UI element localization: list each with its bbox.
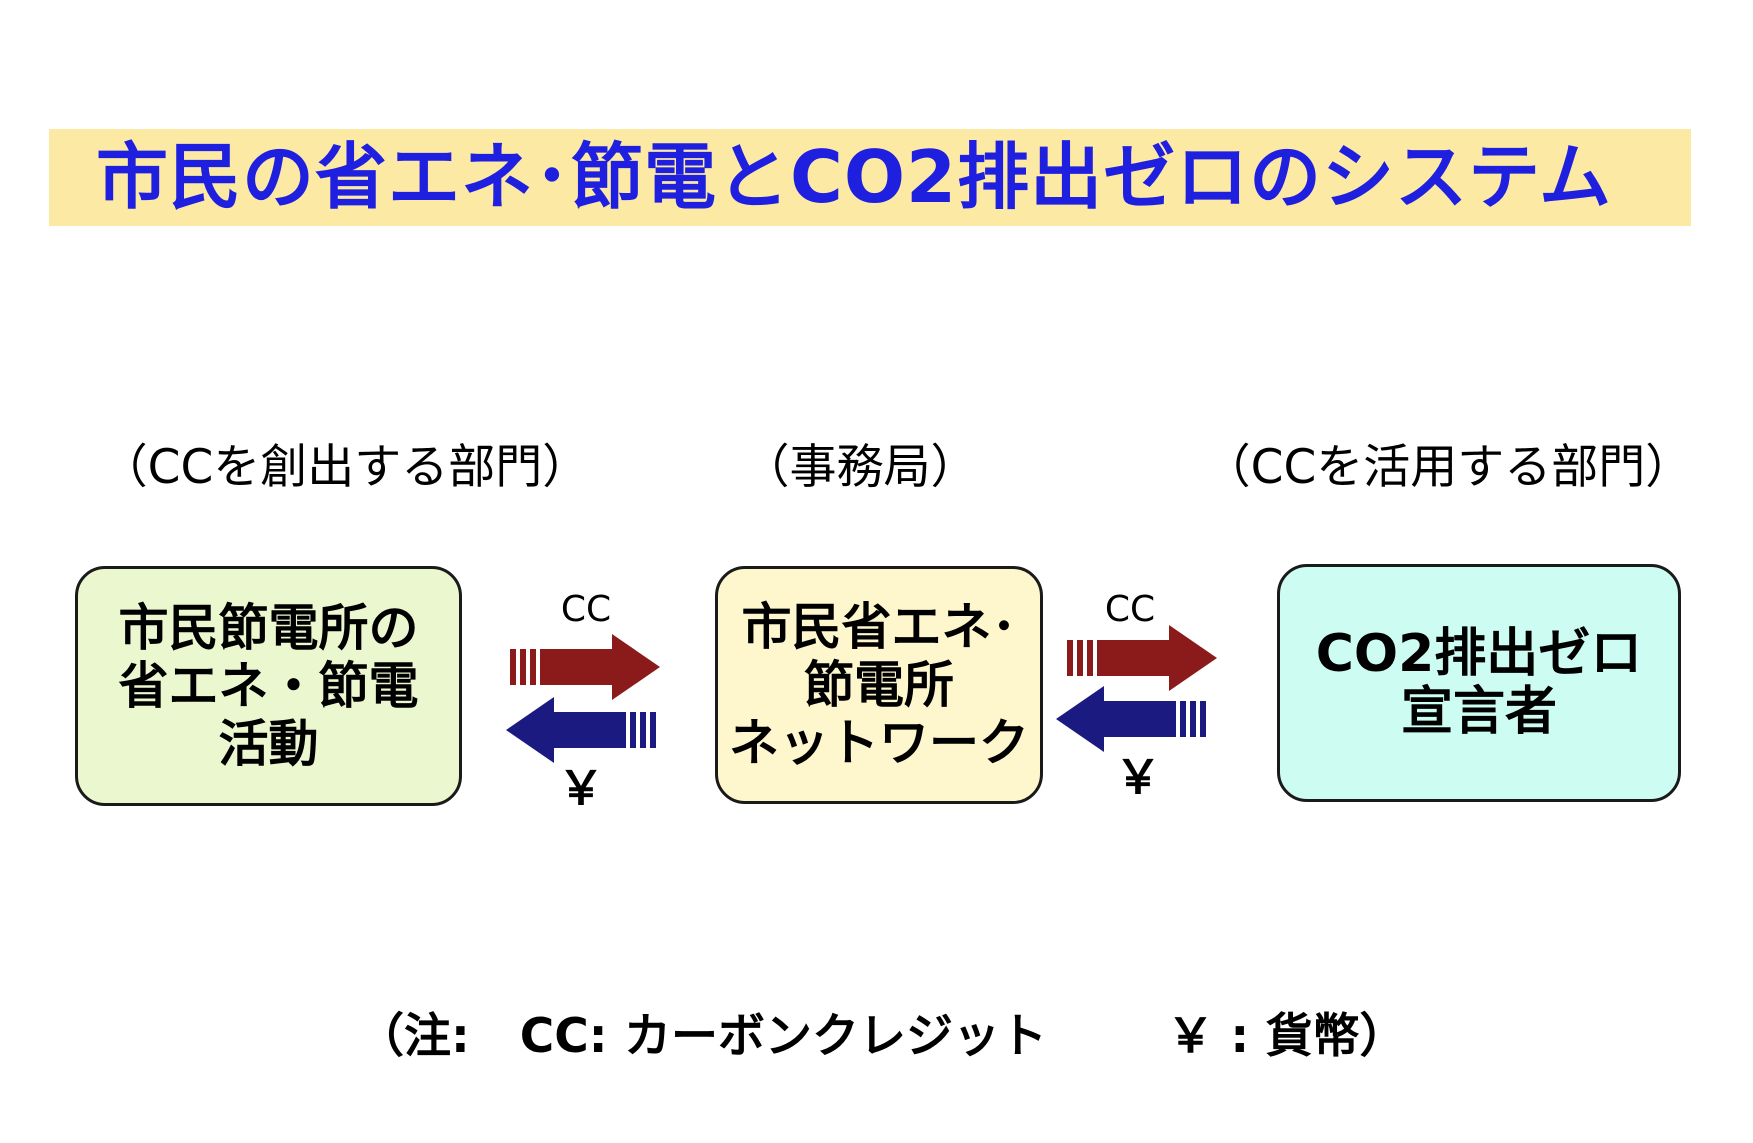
box-citizen-power-saving: 市民節電所の 省エネ・節電 活動: [75, 566, 462, 806]
box-line: 市民省エネ･: [741, 598, 1017, 656]
footnote-yen: ￥ : 貨幣）: [1166, 1009, 1407, 1064]
section-label-secretariat: （事務局）: [742, 440, 978, 495]
box-line: 節電所: [804, 656, 954, 714]
flow-label-yen-left: ￥: [558, 761, 604, 815]
footnote-open: （注:: [357, 1009, 470, 1064]
section-label-use: （CCを活用する部門）: [1203, 440, 1693, 495]
section-label-create: （CCを創出する部門）: [100, 440, 590, 495]
title-band: [49, 129, 1691, 226]
box-zero-emission-declarer: CO2排出ゼロ 宣言者: [1277, 564, 1681, 802]
box-line: 宣言者: [1400, 682, 1557, 742]
box-line: ネットワーク: [729, 714, 1029, 772]
box-line: 省エネ・節電: [118, 657, 419, 715]
footnote-cc: CC: カーボンクレジット: [519, 1009, 1047, 1064]
flow-label-cc-right: CC: [1104, 589, 1156, 630]
flow-label-cc-left: CC: [560, 589, 612, 630]
right-arrow-icon: [510, 634, 660, 700]
right-arrow-icon: [1067, 625, 1217, 691]
footnote: （注: CC: カーボンクレジット ￥ : 貨幣）: [357, 1005, 1457, 1069]
box-line: 市民節電所の: [118, 599, 419, 657]
box-line: CO2排出ゼロ: [1315, 624, 1643, 684]
left-arrow-icon: [506, 697, 656, 763]
box-line: 活動: [218, 715, 319, 773]
box-network: 市民省エネ･ 節電所 ネットワーク: [715, 566, 1043, 804]
left-arrow-icon: [1056, 686, 1206, 752]
flow-label-yen-right: ￥: [1115, 750, 1161, 804]
page-title: 市民の省エネ･節電とCO2排出ゼロのシステム: [96, 135, 1612, 219]
